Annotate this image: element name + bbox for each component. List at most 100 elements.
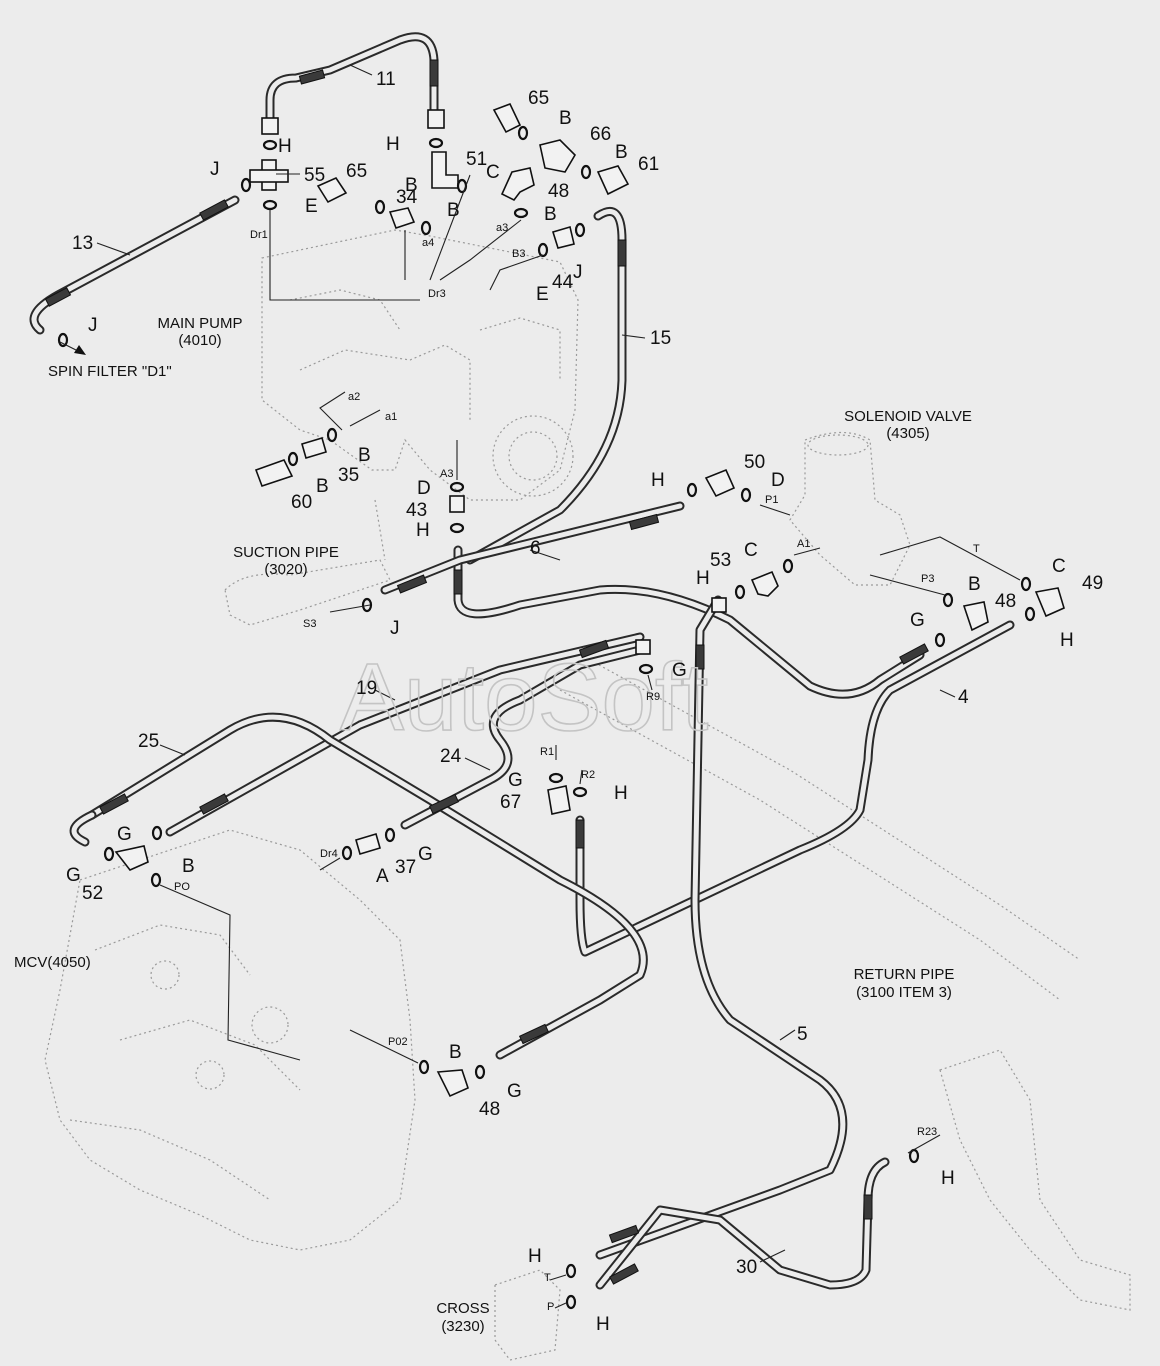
svg-text:Dr3: Dr3 [428,288,446,300]
svg-text:a1: a1 [385,411,397,423]
svg-text:R23: R23 [917,1126,937,1138]
svg-text:P1: P1 [765,494,778,506]
port-labels: Dr1 a4 a3 B3 Dr3 a2 a1 A3 S3 P1 A1 T P3 … [174,222,980,1313]
fitting-44 [551,225,575,249]
hoses [29,32,1015,1290]
svg-text:R1: R1 [540,746,554,758]
svg-text:E: E [536,284,549,305]
part-65-mid: 65 [346,161,367,182]
svg-text:B: B [405,175,418,196]
fitting-48-bottom [436,1069,469,1098]
suction-pipe-label: SUCTION PIPE [233,544,339,561]
fitting-52 [114,845,149,871]
part-19: 19 [356,678,377,699]
fitting-53 [750,570,779,597]
part-35: 35 [338,465,359,486]
svg-text:a3: a3 [496,222,508,234]
fitting-65-top [492,102,522,134]
part-43: 43 [406,500,427,521]
component-labels: MAIN PUMP (4010) SPIN FILTER "D1" SOLENO… [14,315,972,1335]
svg-text:D: D [771,470,785,491]
svg-text:H: H [416,520,430,541]
svg-text:B: B [559,108,572,129]
fitting-65-mid [316,176,348,204]
svg-text:P3: P3 [921,573,934,585]
part-15: 15 [650,328,671,349]
part-53: 53 [710,550,731,571]
svg-text:Dr1: Dr1 [250,229,268,241]
fitting-35 [301,437,327,459]
part-5: 5 [797,1024,808,1045]
svg-text:H: H [651,470,665,491]
leader-lines [96,64,1021,1309]
part-37: 37 [395,857,416,878]
svg-text:B: B [968,574,981,595]
svg-text:B: B [544,204,557,225]
fittings [114,102,1065,1098]
part-25: 25 [138,731,159,752]
fitting-34 [388,207,416,230]
part-52: 52 [82,883,103,904]
return-pipe-label: RETURN PIPE [854,966,955,983]
fitting-51 [431,151,459,189]
svg-text:P: P [547,1301,554,1313]
svg-text:A1: A1 [797,538,810,550]
main-pump-outline [261,229,579,501]
svg-text:B3: B3 [512,248,525,260]
watermark: AutoSoft [340,644,708,751]
fitting-61 [596,165,630,196]
svg-text:P02: P02 [388,1036,408,1048]
hose-15 [465,207,627,565]
part-49: 49 [1082,573,1103,594]
part-60: 60 [291,492,312,513]
spin-filter-arrow [59,341,86,355]
part-24: 24 [440,746,462,767]
svg-text:D: D [417,478,431,499]
svg-text:B: B [615,142,628,163]
part-11: 11 [376,69,396,90]
svg-text:J: J [210,159,220,180]
fitting-67 [547,785,571,815]
svg-text:a4: a4 [422,237,434,249]
svg-text:G: G [910,610,925,631]
svg-text:B: B [447,200,460,221]
hose-11 [265,32,439,130]
fitting-66 [539,139,577,173]
svg-text:H: H [386,134,400,155]
part-number-labels: 11 13 15 6 4 19 25 24 5 30 65 65 66 61 5… [72,69,1103,1278]
part-67: 67 [500,792,521,813]
suction-pipe-outline [224,499,391,626]
part-6: 6 [530,538,541,559]
svg-text:B: B [449,1042,462,1063]
svg-text:T: T [544,1272,551,1284]
svg-text:a2: a2 [348,391,360,403]
o-ring-labels: H J E J H C B B B B B J E B B D H J H D … [66,108,1074,1335]
svg-text:PO: PO [174,881,190,893]
suction-pipe-code: (3020) [264,561,307,578]
svg-text:H: H [696,568,710,589]
svg-text:S3: S3 [303,618,316,630]
svg-text:H: H [596,1314,610,1335]
svg-text:G: G [508,770,523,791]
svg-text:G: G [507,1081,522,1102]
part-30: 30 [736,1257,757,1278]
part-13: 13 [72,233,93,254]
part-4: 4 [958,687,969,708]
part-48-right: 48 [995,591,1016,612]
solenoid-valve-code: (4305) [886,425,929,442]
svg-text:C: C [486,162,500,183]
svg-text:G: G [117,824,132,845]
svg-text:E: E [305,196,318,217]
crimp-sleeves [44,59,929,1285]
part-50: 50 [744,452,765,473]
svg-text:H: H [614,783,628,804]
main-pump-label: MAIN PUMP [157,315,242,332]
part-65-top: 65 [528,88,549,109]
solenoid-valve-outline [789,431,911,586]
part-55: 55 [304,165,325,186]
main-pump-code: (4010) [178,332,221,349]
spin-filter-label: SPIN FILTER "D1" [48,363,172,380]
svg-text:J: J [88,315,98,336]
svg-text:C: C [744,540,758,561]
svg-text:B: B [316,476,329,497]
